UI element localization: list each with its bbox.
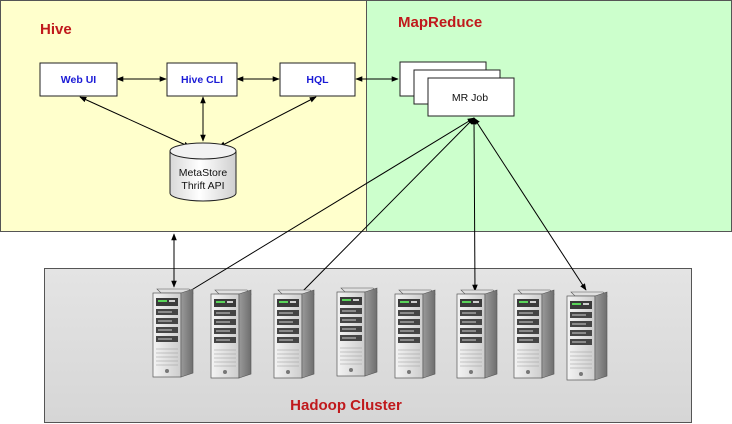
hive-cli-node: Hive CLI [166, 62, 238, 97]
hive-region-title: Hive [40, 21, 72, 38]
server-2-icon [210, 289, 252, 379]
metastore-label-line2: Thrift API [181, 180, 224, 192]
mr-job-label: MR Job [452, 92, 488, 104]
server-1-icon [152, 288, 194, 378]
webui-metastore-arrow [79, 96, 191, 148]
connectors [79, 76, 587, 298]
hadoop-cluster-title: Hadoop Cluster [290, 397, 402, 414]
hql-label: HQL [306, 74, 329, 86]
server-3-icon [273, 289, 315, 379]
mapreduce-region-title: MapReduce [398, 14, 482, 31]
hql-node: HQL [279, 62, 356, 97]
mrjob-server3-arrow [297, 117, 475, 297]
metastore-cylinder: MetaStore Thrift API [169, 142, 237, 202]
server-6-icon [456, 289, 498, 379]
server-5-icon [394, 289, 436, 379]
hive-cli-label: Hive CLI [181, 74, 223, 86]
server-8-icon [566, 291, 608, 381]
mrjob-server8-arrow [473, 117, 587, 291]
metastore-label-line1: MetaStore [179, 167, 228, 179]
web-ui-node: Web UI [39, 62, 118, 97]
mr-job-stack: MR Job [399, 61, 515, 117]
server-7-icon [513, 289, 555, 379]
mapreduce-region [366, 0, 732, 232]
web-ui-label: Web UI [61, 74, 96, 86]
server-4-icon [336, 287, 378, 377]
